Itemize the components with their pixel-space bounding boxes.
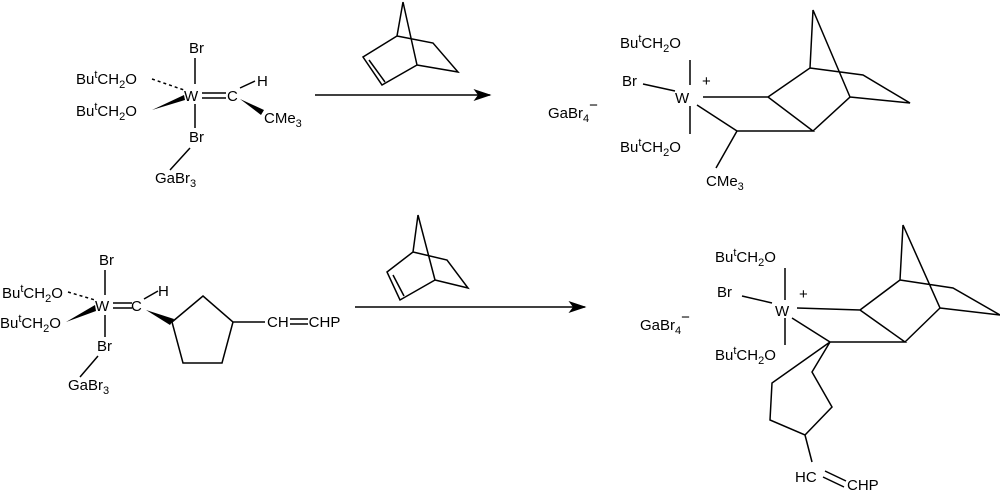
- atom-w: W: [95, 298, 110, 315]
- reactant-1-tungsten-alkylidene: Br ButCH2O ButCH2O W C H CMe3 Br GaBr3: [76, 40, 302, 190]
- atom-h: H: [257, 73, 268, 90]
- atom-br: Br: [97, 338, 112, 355]
- neopentoxy-ligand: ButCH2O: [715, 247, 776, 269]
- atom-w: W: [184, 88, 199, 105]
- atom-br: Br: [189, 129, 204, 146]
- gabr3-group: GaBr3: [68, 377, 109, 397]
- atom-c: C: [131, 298, 142, 315]
- neopentoxy-ligand: ButCH2O: [0, 313, 61, 335]
- atom-h: H: [158, 283, 169, 300]
- gabr4-anion: GaBr4−: [548, 97, 598, 125]
- cme3-group: CMe3: [706, 173, 744, 193]
- neopentoxy-ligand: ButCH2O: [2, 283, 63, 305]
- norbornene-reagent: [386, 214, 470, 302]
- neopentoxy-ligand: ButCH2O: [620, 33, 681, 55]
- atom-br: Br: [717, 284, 732, 301]
- atom-w: W: [675, 90, 690, 107]
- atom-br: Br: [189, 40, 204, 57]
- gabr4-anion: GaBr4−: [640, 309, 690, 337]
- charge-plus: +: [702, 73, 711, 90]
- charge-plus: +: [799, 286, 808, 303]
- neopentoxy-ligand: ButCH2O: [620, 137, 681, 159]
- atom-br: Br: [622, 73, 637, 90]
- atom-w: W: [775, 303, 790, 320]
- neopentoxy-ligand: ButCH2O: [76, 101, 137, 123]
- atom-c: C: [227, 88, 238, 105]
- neopentoxy-ligand: ButCH2O: [76, 69, 137, 91]
- cme3-group: CMe3: [264, 110, 302, 130]
- product-1-tungstacyclobutane: GaBr4− ButCH2O Br W + ButCH2O CMe3: [548, 9, 911, 193]
- gabr3-group: GaBr3: [155, 170, 196, 190]
- neopentoxy-ligand: ButCH2O: [715, 345, 776, 367]
- atom-br: Br: [99, 252, 114, 269]
- norbornene-reagent: [361, 1, 460, 86]
